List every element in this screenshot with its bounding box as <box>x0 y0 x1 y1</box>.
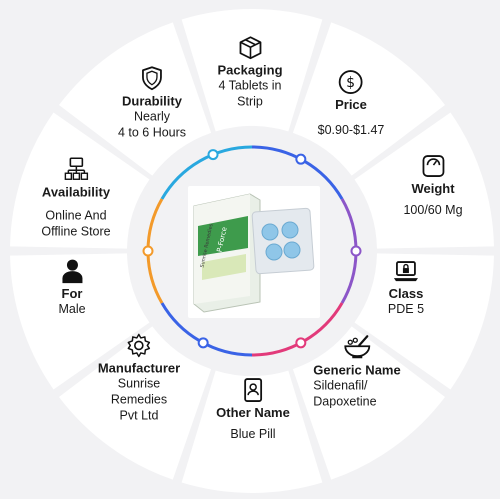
segment-shape-class <box>354 253 494 390</box>
manufacturer-value: Sunrise Remedies Pvt Ltd <box>110 376 168 422</box>
segment-availability: Availability Online And Offline Store <box>41 156 111 240</box>
segment-manufacturer: Manufacturer Sunrise Remedies Pvt Ltd <box>98 332 180 423</box>
segment-shape-generic <box>292 326 446 480</box>
segment-shape-weight <box>354 112 494 249</box>
ring-dot-4 <box>197 337 209 349</box>
other-name-title: Other Name <box>216 405 290 421</box>
generic-name-title: Generic Name <box>313 362 401 378</box>
other-name-value: Blue Pill <box>230 427 276 442</box>
packaging-title: Packaging <box>217 62 283 78</box>
segment-weight: Weight 100/60 Mg <box>403 153 463 219</box>
segment-shape-packaging <box>181 9 323 132</box>
network-icon <box>64 157 88 180</box>
segment-other-name: Other Name Blue Pill <box>216 377 290 443</box>
mortar-pestle-icon <box>344 335 370 359</box>
box-icon <box>239 36 261 60</box>
durability-title: Durability <box>122 93 182 109</box>
segment-shape-other <box>181 370 323 493</box>
ring-dot-1 <box>295 153 307 165</box>
price-title: Price <box>335 97 367 113</box>
segment-price: $ Price $0.90-$1.47 <box>317 69 385 139</box>
product-image: P-Force Sunrise Remedies <box>188 186 320 318</box>
segment-packaging: Packaging 4 Tablets in Strip <box>217 34 283 110</box>
segment-class: Class PDE 5 <box>388 258 424 318</box>
ring-arc-0 <box>160 145 253 200</box>
segment-for: For Male <box>58 258 86 318</box>
ring-dot-0 <box>207 149 219 161</box>
weight-value: 100/60 Mg <box>403 203 463 218</box>
manufacturer-title: Manufacturer <box>97 360 181 376</box>
gear-icon <box>127 333 151 358</box>
segment-shape-manufacturer <box>58 326 212 480</box>
availability-title: Availability <box>41 184 111 200</box>
svg-text:$: $ <box>347 75 356 91</box>
weight-title: Weight <box>411 181 455 197</box>
segment-shape-price <box>292 22 446 176</box>
ring-dot-5 <box>142 245 154 257</box>
id-badge-icon <box>244 378 262 402</box>
shield-icon <box>142 66 162 91</box>
class-title: Class <box>388 286 424 302</box>
availability-value: Online And Offline Store <box>41 208 111 239</box>
pill-blister-icon: P-Force Sunrise Remedies <box>193 193 315 313</box>
dollar-icon: $ <box>339 70 363 94</box>
segment-durability: Durability Nearly 4 to 6 Hours <box>118 65 186 141</box>
segments-layer <box>10 9 494 493</box>
laptop-lock-icon <box>393 261 418 282</box>
ring-dot-2 <box>350 245 362 257</box>
segment-shape-for <box>10 253 150 390</box>
segment-shape-durability <box>58 22 212 176</box>
for-title: For <box>61 286 83 302</box>
ring-dot-3 <box>295 337 307 349</box>
segment-generic-name: Generic Name Sildenafil/ Dapoxetine <box>313 334 401 410</box>
for-value: Male <box>58 302 86 317</box>
durability-value: Nearly 4 to 6 Hours <box>117 109 187 140</box>
generic-name-value: Sildenafil/ Dapoxetine <box>313 378 377 409</box>
price-value: $0.90-$1.47 <box>317 123 385 138</box>
scale-icon <box>422 155 444 177</box>
segment-shape-availability <box>10 112 150 249</box>
center-ring <box>142 145 362 357</box>
person-icon <box>62 259 82 284</box>
class-value: PDE 5 <box>387 302 425 317</box>
packaging-value: 4 Tablets in Strip <box>218 78 282 109</box>
